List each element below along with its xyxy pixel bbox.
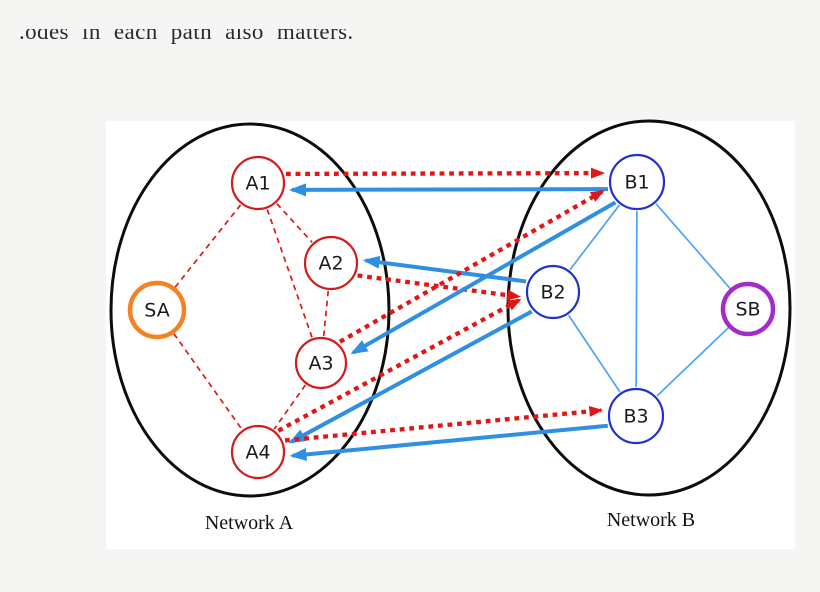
intra-edge-B1-B2 <box>569 204 621 271</box>
inter-arrow-blue-B2-to-A4 <box>288 309 533 444</box>
intra-edge-B1-SB <box>655 203 731 290</box>
intra-edge-A3-A4 <box>273 384 307 430</box>
paragraph-text-line: .odes in each path also matters. <box>19 29 354 44</box>
intra-edge-SA-A1 <box>174 204 242 288</box>
node-SB-label: SB <box>735 299 760 321</box>
node-A3 <box>294 336 348 390</box>
inter-arrow-red-A3-to-B1 <box>338 189 605 344</box>
node-B3-label: B3 <box>623 406 648 428</box>
intra-edge-A2-A3 <box>322 290 330 337</box>
node-A4-label: A4 <box>245 442 270 464</box>
node-A1 <box>230 155 286 211</box>
network-b-label: Network B <box>607 509 695 531</box>
intra-edge-B3-SB <box>656 327 730 397</box>
intra-edge-B2-B3 <box>567 314 621 393</box>
inter-arrow-blue-B1-to-A3 <box>350 200 617 355</box>
node-SB <box>720 281 776 337</box>
network-a-boundary <box>109 122 391 498</box>
cropped-paragraph-text: .odes in each path also matters. <box>19 29 354 54</box>
intra-edge-A1-A2 <box>276 203 313 243</box>
node-B2-label: B2 <box>540 282 565 304</box>
inter-arrow-blue-B2-to-A2 <box>362 255 527 284</box>
node-A1-label: A1 <box>245 173 270 195</box>
node-B1 <box>608 153 666 211</box>
node-A2 <box>303 235 359 291</box>
node-B2 <box>525 264 581 320</box>
diagram-panel <box>106 121 795 549</box>
inter-arrow-red-A2-to-B2 <box>357 273 522 301</box>
node-SA-label: SA <box>144 300 169 322</box>
inter-arrow-red-A4-to-B2 <box>277 297 522 433</box>
intra-edge-A1-A3 <box>266 209 313 338</box>
node-B1-label: B1 <box>624 172 649 194</box>
node-A2-label: A2 <box>318 253 343 275</box>
node-SA <box>127 280 187 340</box>
intra-edge-B1-B3 <box>635 210 638 388</box>
node-A3-label: A3 <box>308 353 333 375</box>
network-a-label: Network A <box>205 512 294 534</box>
node-A4 <box>230 424 286 480</box>
inter-arrow-blue-B3-to-A4 <box>289 423 608 461</box>
inter-arrow-blue-B1-to-A1 <box>289 183 609 197</box>
node-B3 <box>607 387 665 445</box>
